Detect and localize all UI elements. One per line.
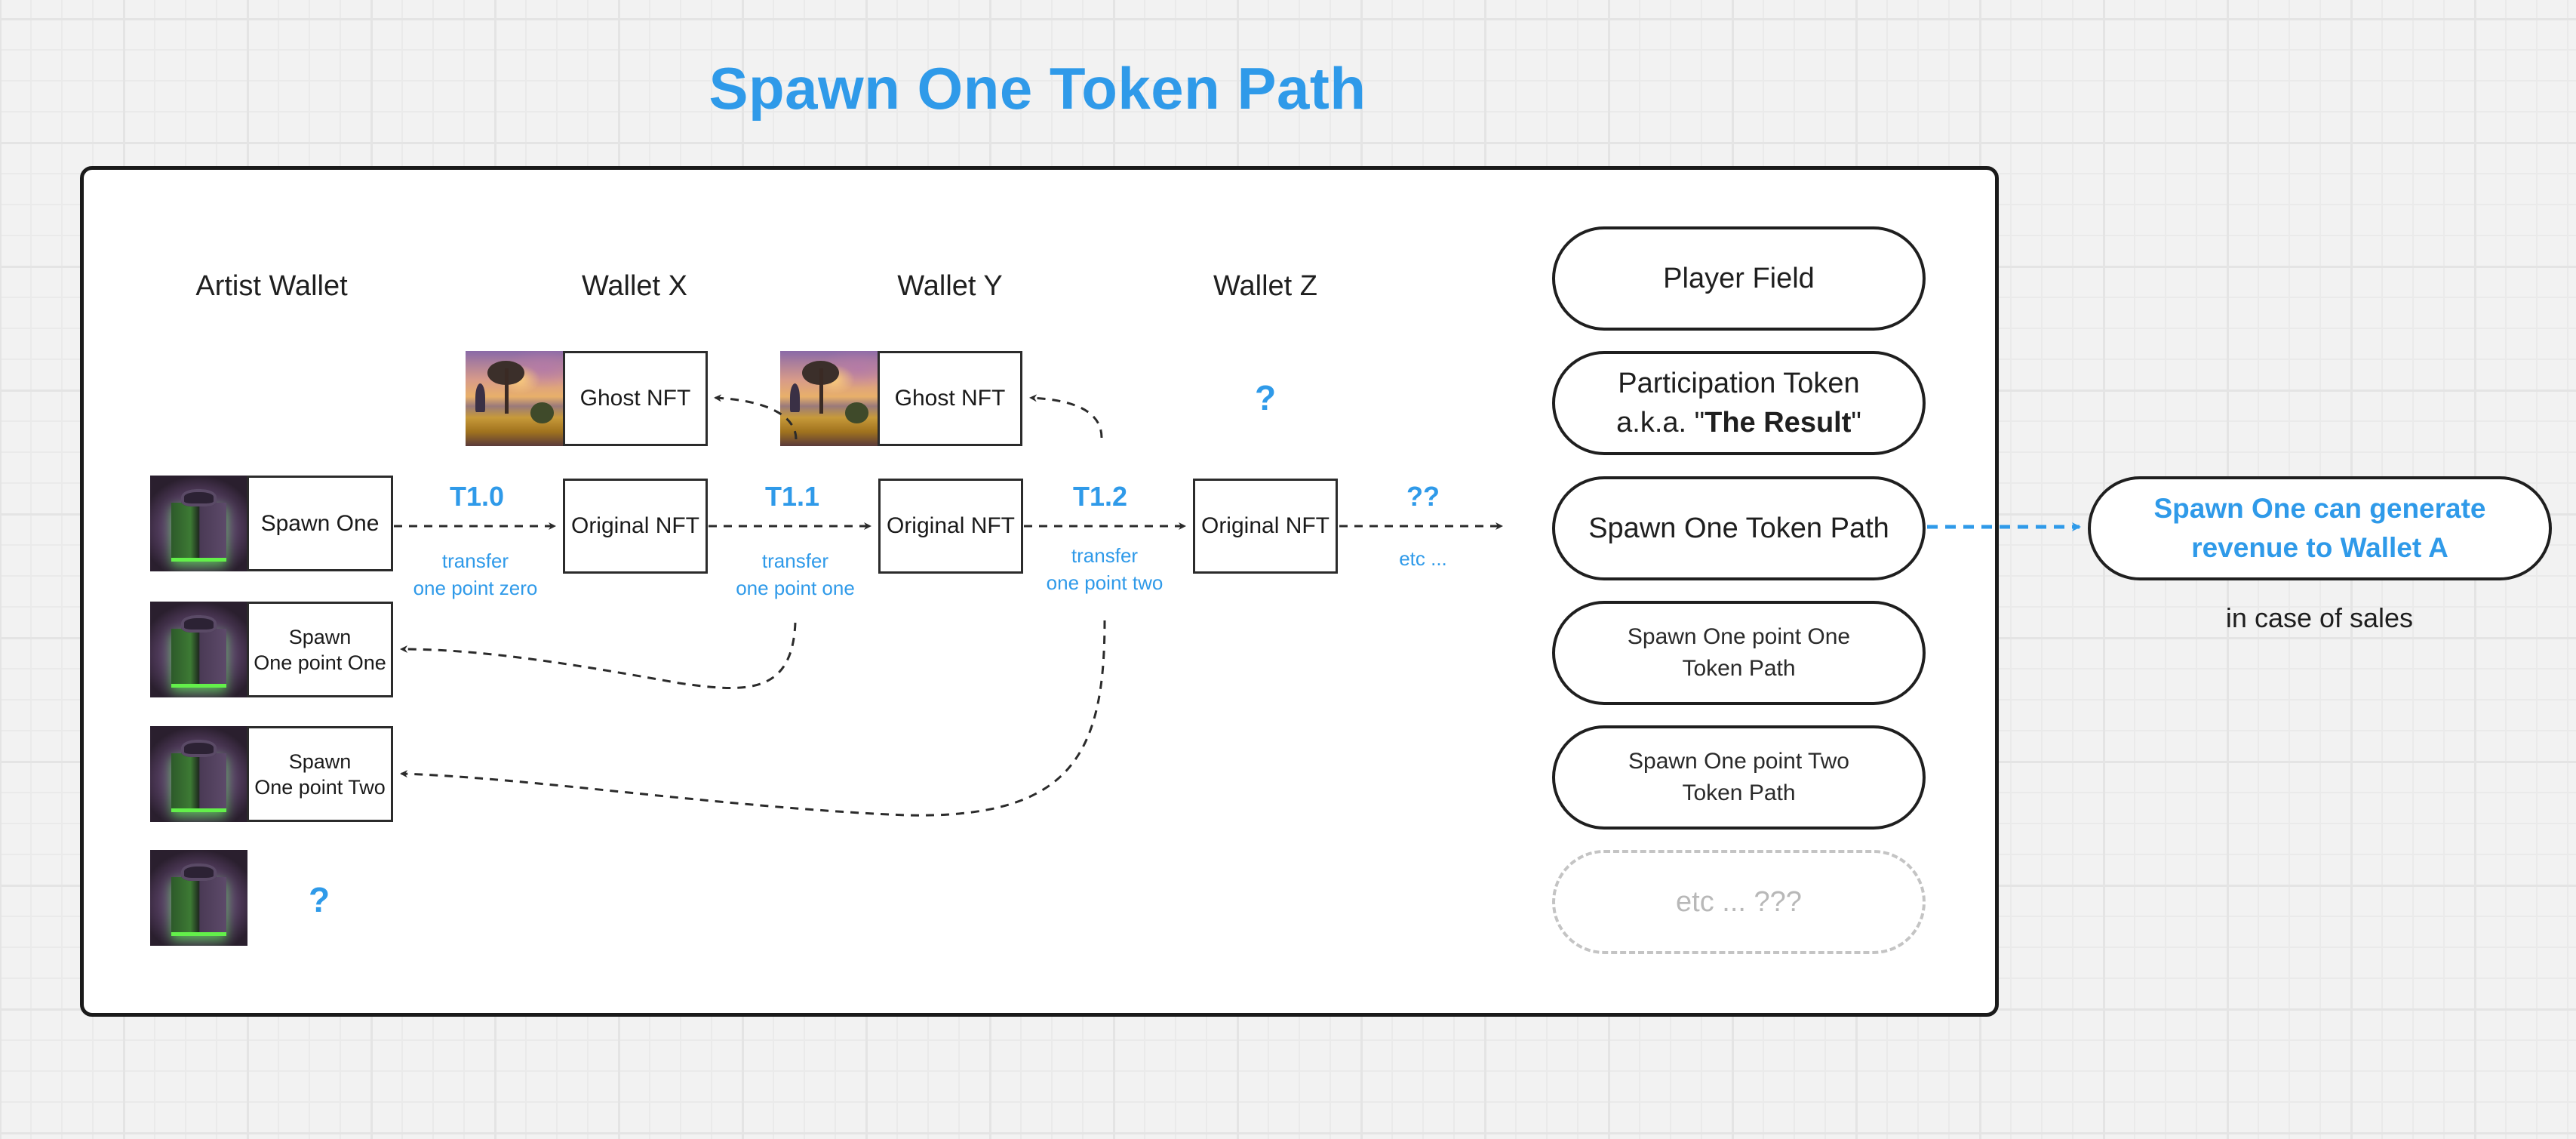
spawn-one-point-one-line1: Spawn <box>288 625 352 648</box>
column-header-artist-wallet: Artist Wallet <box>195 270 348 302</box>
pill-spawn-one-point-two-path[interactable]: Spawn One point Two Token Path <box>1552 725 1926 830</box>
original-nft-wallet-x[interactable]: Original NFT <box>563 479 708 574</box>
transfer-code-unknown: ?? <box>1406 481 1440 512</box>
spawn-one-card[interactable]: Spawn One <box>247 476 393 571</box>
transfer-t1-0-line1: transfer <box>441 549 509 572</box>
transfer-etc-line1: etc ... <box>1399 547 1447 570</box>
wallet-z-unknown: ? <box>1254 378 1277 417</box>
spawn-one-point-two-image[interactable] <box>150 726 247 822</box>
transfer-t1-2-line1: transfer <box>1071 544 1139 567</box>
transfer-desc-t1-1: transfer one point one <box>697 547 893 602</box>
ghost-nft-y-card[interactable]: Ghost NFT <box>878 351 1022 446</box>
pill-etc-label: etc ... ??? <box>1676 886 1802 918</box>
transfer-t1-1-line2: one point one <box>736 577 855 599</box>
spawn-one-point-two-card[interactable]: Spawn One point Two <box>247 726 393 822</box>
original-nft-x-label: Original NFT <box>570 513 700 538</box>
spawn-one-point-two-line2: One point Two <box>254 775 386 799</box>
participation-prefix: a.k.a. " <box>1616 407 1705 439</box>
column-header-wallet-z: Wallet Z <box>1213 270 1317 302</box>
participation-bold: The Result <box>1705 407 1852 439</box>
transfer-t1-2-line2: one point two <box>1046 571 1164 594</box>
transfer-t1-1-line1: transfer <box>761 549 829 572</box>
spawn-one-point-one-line2: One point One <box>254 651 386 674</box>
transfer-code-t1-1: T1.1 <box>764 481 820 512</box>
original-nft-y-label: Original NFT <box>886 513 1016 538</box>
original-nft-wallet-z[interactable]: Original NFT <box>1193 479 1338 574</box>
column-header-wallet-y: Wallet Y <box>897 270 1003 302</box>
ghost-nft-x-image[interactable] <box>466 351 564 446</box>
spawn-unknown-label: ? <box>308 880 330 919</box>
spawn-one-point-two-line1: Spawn <box>288 750 352 773</box>
spawn-one-label: Spawn One <box>260 510 380 536</box>
ghost-nft-y-image[interactable] <box>780 351 878 446</box>
pill-spawn-one-token-path-label: Spawn One Token Path <box>1588 513 1889 544</box>
original-nft-wallet-y[interactable]: Original NFT <box>878 479 1023 574</box>
pill-participation-line2: a.k.a. "The Result" <box>1616 403 1861 442</box>
pill-revenue[interactable]: Spawn One can generate revenue to Wallet… <box>2088 476 2552 580</box>
pill-spawn-one-two-line2: Token Path <box>1682 780 1796 805</box>
pill-spawn-one-two-line1: Spawn One point Two <box>1628 749 1849 774</box>
column-header-wallet-x: Wallet X <box>581 270 688 302</box>
spawn-one-point-one-image[interactable] <box>150 602 247 697</box>
pill-participation-token[interactable]: Participation Token a.k.a. "The Result" <box>1552 351 1926 455</box>
revenue-line2: revenue to Wallet A <box>2191 532 2448 563</box>
transfer-t1-0-line2: one point zero <box>413 577 538 599</box>
pill-spawn-one-one-line2: Token Path <box>1682 656 1796 681</box>
spawn-unknown-image[interactable] <box>150 850 247 946</box>
spawn-one-image[interactable] <box>150 476 247 571</box>
pill-player-field-label: Player Field <box>1663 263 1815 294</box>
spawn-one-point-one-card[interactable]: Spawn One point One <box>247 602 393 697</box>
revenue-note: in case of sales <box>2225 602 2414 633</box>
pill-participation-line1: Participation Token <box>1618 368 1860 399</box>
participation-suffix: " <box>1851 407 1861 439</box>
pill-spawn-one-one-line1: Spawn One point One <box>1627 624 1851 649</box>
pill-etc-placeholder[interactable]: etc ... ??? <box>1552 850 1926 954</box>
pill-spawn-one-point-one-path[interactable]: Spawn One point One Token Path <box>1552 601 1926 705</box>
diagram-title: Spawn One Token Path <box>709 55 1366 122</box>
transfer-code-t1-0: T1.0 <box>449 481 505 512</box>
original-nft-z-label: Original NFT <box>1200 513 1330 538</box>
transfer-desc-t1-2: transfer one point two <box>1007 542 1203 596</box>
revenue-line1: Spawn One can generate <box>2153 493 2486 524</box>
ghost-nft-x-label: Ghost NFT <box>579 386 691 411</box>
ghost-nft-y-label: Ghost NFT <box>894 386 1006 411</box>
ghost-nft-x-card[interactable]: Ghost NFT <box>563 351 708 446</box>
pill-player-field[interactable]: Player Field <box>1552 226 1926 331</box>
pill-spawn-one-token-path[interactable]: Spawn One Token Path <box>1552 476 1926 580</box>
transfer-desc-etc: etc ... <box>1325 545 1521 572</box>
transfer-code-t1-2: T1.2 <box>1072 481 1128 512</box>
transfer-desc-t1-0: transfer one point zero <box>377 547 573 602</box>
